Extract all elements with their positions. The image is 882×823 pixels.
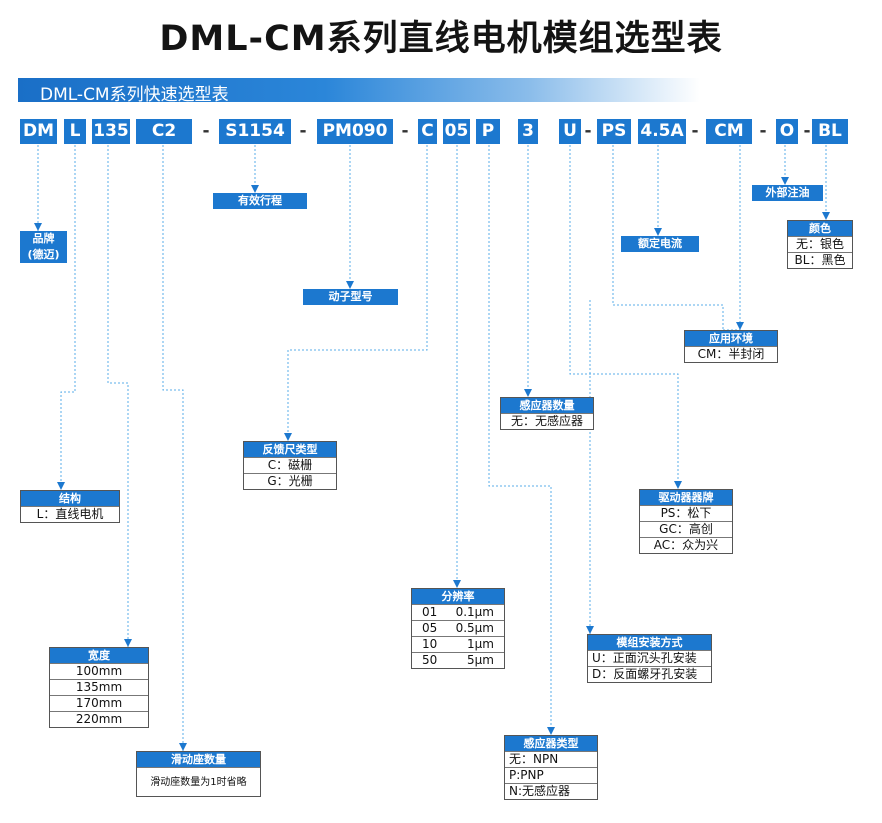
table-row: 50 5μm: [412, 652, 504, 668]
table-row: 220mm: [50, 711, 148, 727]
table-resolution: 分辨率 01 0.1μm 05 0.5μm 10 1μm 50 5μm: [411, 588, 505, 669]
table-row: 01 0.1μm: [412, 604, 504, 620]
label-current: 额定电流: [621, 236, 699, 252]
table-resolution-title: 分辨率: [412, 589, 504, 604]
table-row: 无：NPN: [505, 751, 597, 767]
label-oil: 外部注油: [752, 185, 823, 201]
table-mounting: 模组安装方式 U：正面沉头孔安装 D：反面螺牙孔安装: [587, 634, 712, 683]
page-title: DML-CM系列直线电机模组选型表: [159, 19, 723, 59]
resolution-value: 0.1μm: [455, 605, 494, 619]
table-sensor-qty-title: 感应器数量: [501, 398, 593, 413]
label-brand-line2: (德迈): [27, 248, 60, 261]
table-environment: 应用环境 CM：半封闭: [684, 330, 778, 363]
table-row: G：光栅: [244, 473, 336, 489]
table-row: 滑动座数量为1时省略: [137, 767, 260, 797]
label-stroke: 有效行程: [213, 193, 307, 209]
code-resolution: 05: [443, 119, 470, 144]
separator: -: [299, 121, 307, 141]
table-row: 10 1μm: [412, 636, 504, 652]
table-sensor-type: 感应器类型 无：NPN P:PNP N:无感应器: [504, 735, 598, 800]
separator: -: [401, 121, 409, 141]
code-mover: PM090: [317, 119, 393, 144]
table-mounting-title: 模组安装方式: [588, 635, 711, 650]
code-driver: PS: [597, 119, 631, 144]
separator: -: [803, 121, 811, 141]
table-row: U：正面沉头孔安装: [588, 650, 711, 666]
resolution-code: 01: [422, 605, 438, 619]
code-oil: O: [776, 119, 798, 144]
code-color: BL: [812, 119, 848, 144]
code-sensor-type: P: [476, 119, 500, 144]
table-row: GC：高创: [640, 521, 732, 537]
resolution-value: 1μm: [467, 637, 494, 651]
resolution-value: 5μm: [467, 653, 494, 667]
table-row: BL：黑色: [788, 252, 852, 268]
table-width-title: 宽度: [50, 648, 148, 663]
code-width: 135: [92, 119, 130, 144]
code-slider: C2: [136, 119, 192, 144]
code-sensor-qty: 3: [518, 119, 538, 144]
code-feedback: C: [418, 119, 437, 144]
section-banner: DML-CM系列快速选型表: [18, 78, 700, 105]
table-sensor-qty: 感应器数量 无：无感应器: [500, 397, 594, 430]
table-row: AC：众为兴: [640, 537, 732, 553]
label-brand: 品牌 (德迈): [20, 231, 67, 263]
label-mover: 动子型号: [303, 289, 398, 305]
table-row: 135mm: [50, 679, 148, 695]
table-row: 170mm: [50, 695, 148, 711]
separator: -: [691, 121, 699, 141]
table-structure: 结构 L：直线电机: [20, 490, 120, 523]
table-row: L：直线电机: [21, 506, 119, 522]
separator: -: [202, 121, 210, 141]
separator: -: [759, 121, 767, 141]
table-row: 无：无感应器: [501, 413, 593, 429]
table-feedback: 反馈尺类型 C：磁栅 G：光栅: [243, 441, 337, 490]
table-row: CM：半封闭: [685, 346, 777, 362]
code-structure: L: [64, 119, 86, 144]
table-row: P:PNP: [505, 767, 597, 783]
code-series: DM: [20, 119, 57, 144]
code-current: 4.5A: [638, 119, 686, 144]
table-environment-title: 应用环境: [685, 331, 777, 346]
table-slider: 滑动座数量 滑动座数量为1时省略: [136, 751, 261, 797]
table-driver-title: 驱动器器牌: [640, 490, 732, 505]
table-row: C：磁栅: [244, 457, 336, 473]
table-row: 100mm: [50, 663, 148, 679]
label-brand-line1: 品牌: [32, 232, 55, 245]
table-width: 宽度 100mm 135mm 170mm 220mm: [49, 647, 149, 728]
banner-text: DML-CM系列快速选型表: [40, 85, 229, 105]
table-feedback-title: 反馈尺类型: [244, 442, 336, 457]
table-color-title: 颜色: [788, 221, 852, 236]
resolution-value: 0.5μm: [455, 621, 494, 635]
resolution-code: 05: [422, 621, 438, 635]
code-mounting: U: [559, 119, 581, 144]
table-row: D：反面螺牙孔安装: [588, 666, 711, 682]
code-environment: CM: [706, 119, 752, 144]
table-color: 颜色 无：银色 BL：黑色: [787, 220, 853, 269]
separator: -: [584, 121, 592, 141]
table-row: N:无感应器: [505, 783, 597, 799]
table-row: 无：银色: [788, 236, 852, 252]
table-structure-title: 结构: [21, 491, 119, 506]
resolution-code: 10: [422, 637, 438, 651]
code-stroke: S1154: [219, 119, 291, 144]
table-driver: 驱动器器牌 PS：松下 GC：高创 AC：众为兴: [639, 489, 733, 554]
table-row: 05 0.5μm: [412, 620, 504, 636]
table-row: PS：松下: [640, 505, 732, 521]
table-slider-title: 滑动座数量: [137, 752, 260, 767]
table-sensor-type-title: 感应器类型: [505, 736, 597, 751]
resolution-code: 50: [422, 653, 438, 667]
